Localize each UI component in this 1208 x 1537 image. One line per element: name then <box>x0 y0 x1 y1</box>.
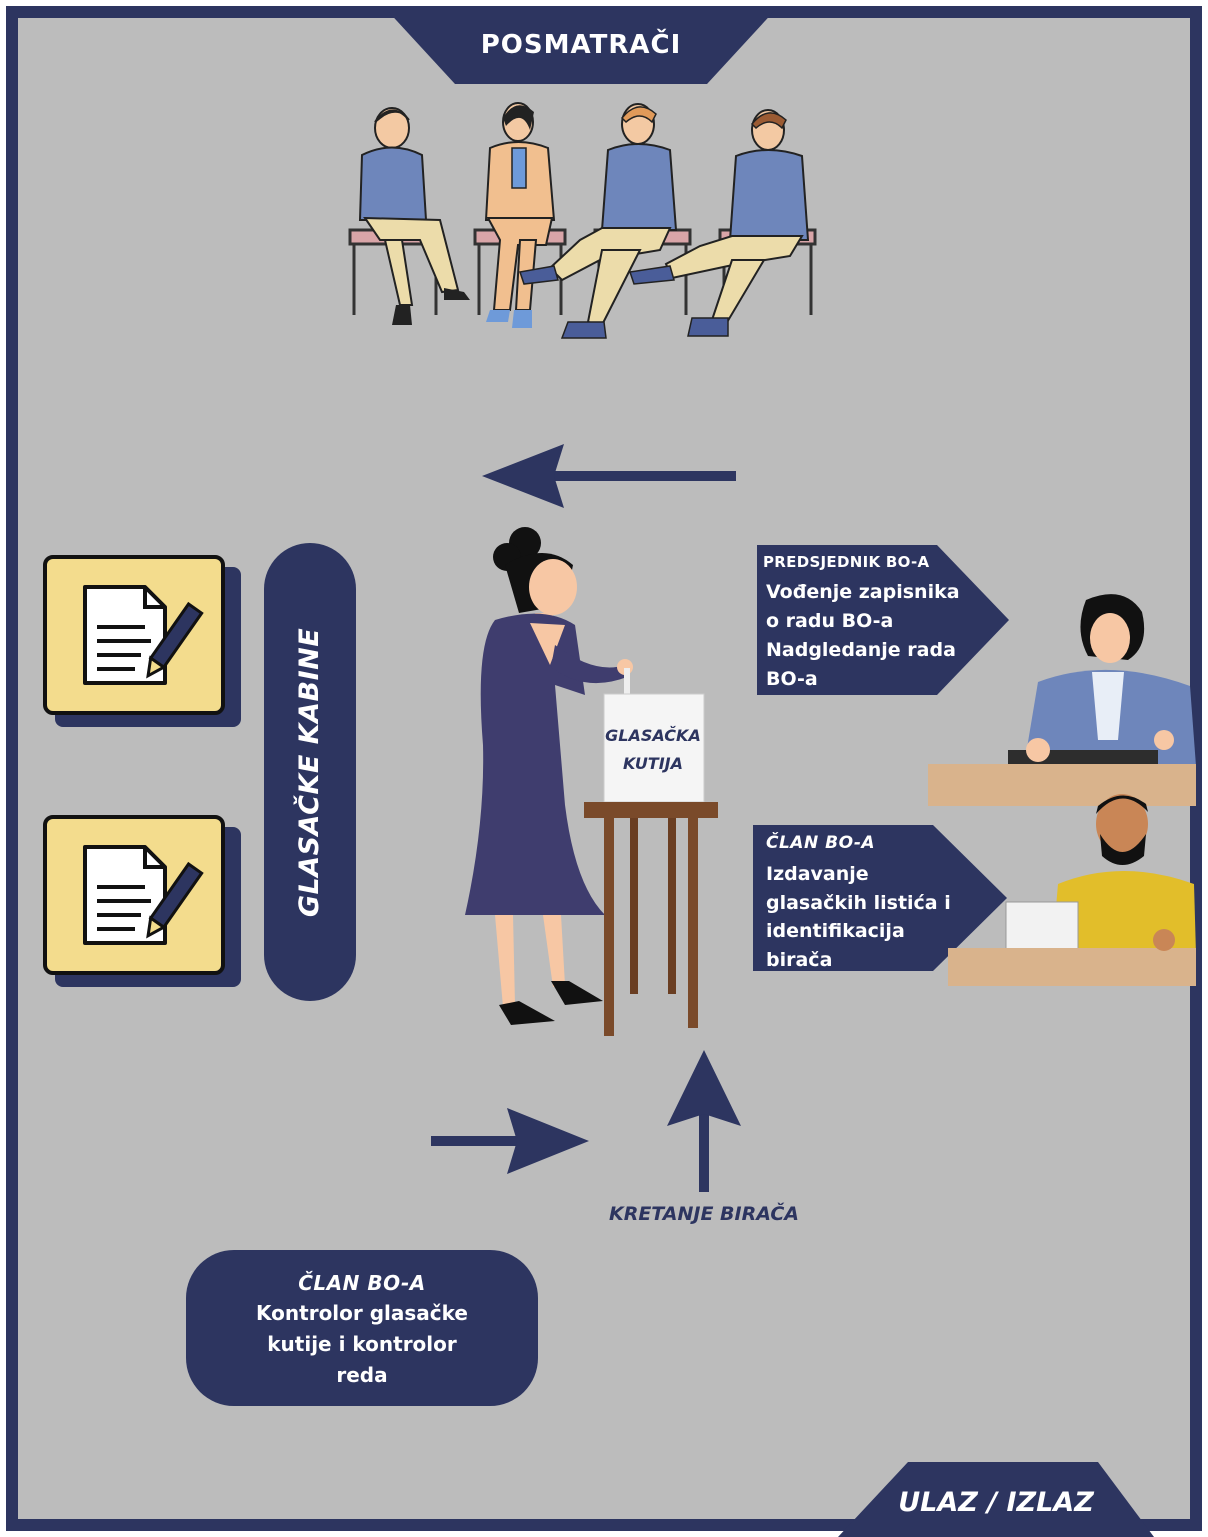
document-pen-icon <box>83 585 204 685</box>
voter-flow-label: KRETANJE BIRAČA <box>608 1203 800 1225</box>
controller-pill <box>186 1250 538 1406</box>
voting-booths-label: GLASAČKE KABINE <box>294 627 326 917</box>
member-illustration <box>948 794 1196 986</box>
ballot-box <box>584 668 718 1036</box>
arrow-up-icon <box>667 1050 741 1192</box>
voting-booth-2 <box>43 815 241 987</box>
voter-illustration <box>465 527 633 1025</box>
controller-duties: Kontrolor glasačke kutije i kontrolor re… <box>256 1301 468 1387</box>
observers-tab-label: POSMATRAČI <box>480 30 682 60</box>
member-heading: ČLAN BO-A <box>766 833 876 853</box>
member-duties: Izdavanje glasačkih listića i identifika… <box>766 863 951 971</box>
president-duties: Vođenje zapisnika o radu BO-a Nadgledanj… <box>766 581 960 690</box>
ballot-box-label: GLASAČKA KUTIJA <box>605 726 701 773</box>
president-heading: PREDSJEDNIK BO-A <box>763 553 930 571</box>
entrance-exit-label: ULAZ / IZLAZ <box>898 1487 1094 1518</box>
president-illustration <box>928 594 1196 806</box>
observers-tab <box>385 8 777 84</box>
entrance-exit-tab <box>838 1462 1154 1537</box>
arrow-right-icon <box>431 1108 589 1174</box>
member-callout <box>753 825 1007 971</box>
voting-booths-pill <box>264 543 356 1001</box>
observers-illustration <box>348 102 817 339</box>
arrow-left-icon <box>482 444 736 508</box>
document-pen-icon <box>83 845 204 945</box>
voting-booth-1 <box>43 555 241 727</box>
president-callout <box>757 545 1009 695</box>
controller-heading: ČLAN BO-A <box>298 1271 426 1295</box>
